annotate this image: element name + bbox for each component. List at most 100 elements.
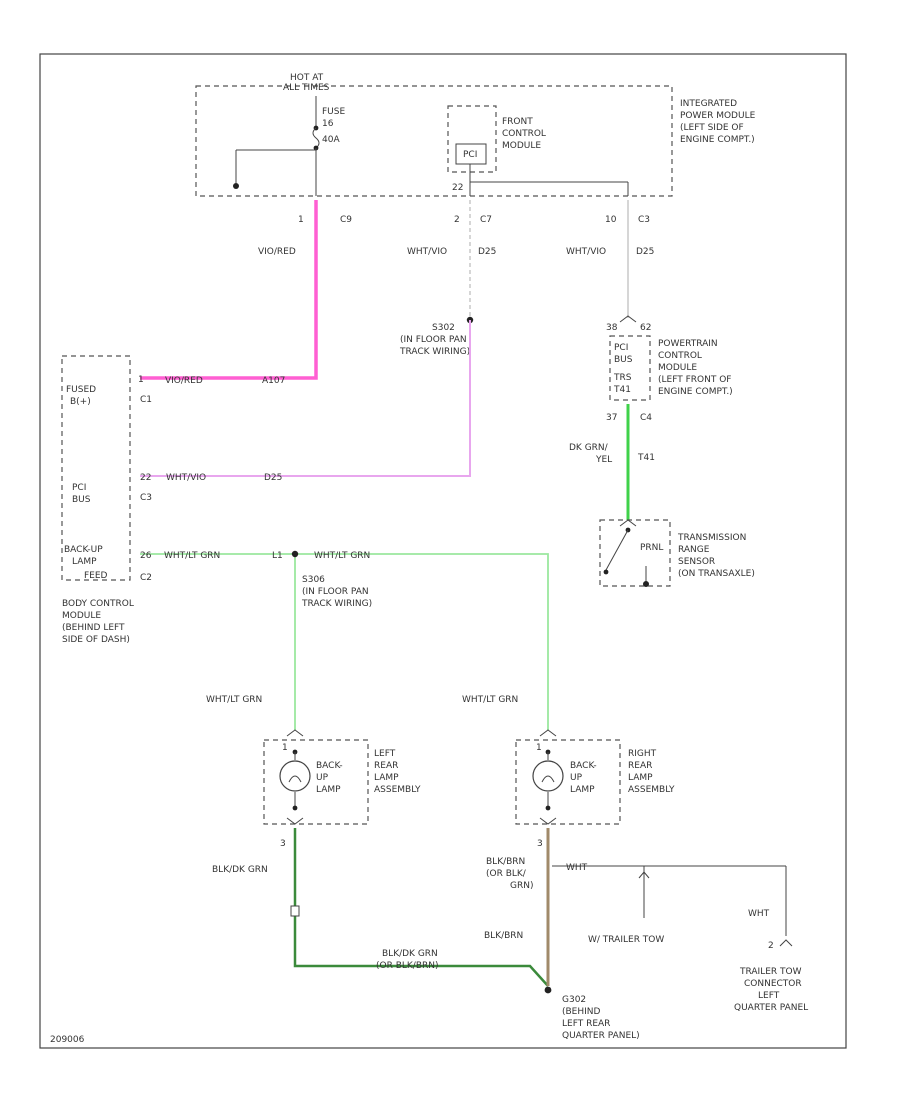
powertrain-control-module: 38 62 PCI BUS TRS T41 POWERTRAIN CONTROL… [606,315,733,423]
bcm-fused-1: FUSED [66,385,96,395]
fcm-pci-label: PCI [463,150,477,160]
wire-label-wht-vio-right: WHT/VIO [566,247,606,257]
wire-label-d25-bcm: D25 [264,473,282,483]
fuse-16-icon [233,96,320,196]
right-asm-2: REAR [628,761,652,771]
ipm-name-line4: ENGINE COMPT.) [680,135,755,145]
all-times-label: ALL TIMES [283,83,330,93]
g302-line4: QUARTER PANEL) [562,1031,640,1041]
fcm-pin-22: 22 [452,183,463,193]
s302-line3: TRACK WIRING) [399,347,470,357]
trs-line2: RANGE [678,545,710,555]
trailer-tow-label: W/ TRAILER TOW [588,935,664,945]
bcm-backup-1: BACK-UP [64,545,103,555]
wire-label-wht-vio-bcm: WHT/VIO [166,473,206,483]
pcm-pin-38: 38 [606,323,618,333]
splice-s306-dot [291,550,299,558]
trailer-conn-2: CONNECTOR [744,979,802,989]
fcm-label-3: MODULE [502,141,541,151]
bcm-c3: C3 [140,493,152,503]
wire-label-l1: L1 [272,551,283,561]
trs-line1: TRANSMISSION [677,533,746,543]
wire-label-wht-lt-grn-bcm: WHT/LT GRN [164,551,220,561]
wire-label-blk-grn-left: BLK/DK GRN [212,865,268,875]
c3-connector: C3 [638,215,650,225]
ipm-name-line2: POWER MODULE [680,111,756,121]
wire-label-vio-red-bcm: VIO/RED [165,376,203,386]
wire-label-d25-left: D25 [478,247,496,257]
c3-pin: 10 [605,215,617,225]
left-lamp-label-3: LAMP [316,785,341,795]
wire-label-dk-grn-2: YEL [595,455,612,465]
bcm-backup-2: LAMP [72,557,97,567]
trailer-conn-1: TRAILER TOW [739,967,802,977]
right-lamp-pin-top: 1 [536,743,542,753]
left-backup-bulb-icon [279,760,311,792]
trs-line3: SENSOR [678,557,715,567]
integrated-power-module: HOT AT ALL TIMES INTEGRATED POWER MODULE… [195,73,756,197]
right-backup-bulb-icon [532,760,564,792]
inline-connector-icon [290,905,300,917]
wire-vio-red [140,200,318,380]
left-lamp-label-2: UP [316,773,329,783]
wire-label-wht-vio-left: WHT/VIO [407,247,447,257]
bcm-backup-3: FEED [84,571,108,581]
pcm-pin-62: 62 [640,323,651,333]
pcm-bus: BUS [614,355,633,365]
left-lamp-label-1: BACK- [316,761,343,771]
fcm-label-1: FRONT [502,117,533,127]
right-lamp-pin-bottom: 3 [537,839,543,849]
pcm-line3: MODULE [658,363,697,373]
g302-line2: (BEHIND [562,1007,601,1017]
pcm-line2: CONTROL [658,351,702,361]
bcm-pin-fused: 1 [138,375,144,385]
body-control-module: 1 FUSED B(+) C1 PCI BUS C3 BACK-UP LAMP … [61,355,152,645]
s302-name: S302 [432,323,455,333]
fuse-label-3: 40A [322,135,340,145]
bcm-pci-2: BUS [72,495,91,505]
bcm-pin-pci: 22 [140,473,151,483]
bcm-name-3: (BEHIND LEFT [62,623,125,633]
left-asm-1: LEFT [374,749,396,759]
right-lamp-label-3: LAMP [570,785,595,795]
s306-name: S306 [302,575,325,585]
wire-label-wht-lt-grn-right-top: WHT/LT GRN [314,551,370,561]
left-lamp-pin-bottom: 3 [280,839,286,849]
wire-label-blk-grn-bottom-1: BLK/DK GRN [382,949,438,959]
g302-line3: LEFT REAR [562,1019,610,1029]
pcm-trs-2: T41 [613,385,631,395]
c7-connector: C7 [480,215,492,225]
ipm-name-line3: (LEFT SIDE OF [680,123,744,133]
bcm-name-2: MODULE [62,611,101,621]
transmission-range-sensor: PRNL TRANSMISSION RANGE SENSOR (ON TRANS… [599,519,755,587]
right-rear-lamp-assembly: 1 BACK- UP LAMP RIGHT REAR LAMP ASSEMBLY… [515,729,675,849]
g302-name: G302 [562,995,586,1005]
right-asm-1: RIGHT [628,749,657,759]
wire-label-blk-grn-bottom-2: (OR BLK/BRN) [376,961,439,971]
trs-prnl: PRNL [640,543,663,553]
bcm-c2: C2 [140,573,152,583]
wire-label-wht-lt-grn-right-lamp: WHT/LT GRN [462,695,518,705]
wire-label-wht-lt-grn-left-lamp: WHT/LT GRN [206,695,262,705]
trailer-conn-3: LEFT [758,991,780,1001]
left-asm-3: LAMP [374,773,399,783]
right-lamp-label-1: BACK- [570,761,597,771]
right-asm-4: ASSEMBLY [628,785,675,795]
hot-at-label: HOT AT [290,73,324,83]
wire-label-blk-brn-right-1: BLK/BRN [486,857,525,867]
wire-label-dk-grn-1: DK GRN/ [569,443,609,453]
pcm-line5: ENGINE COMPT.) [658,387,733,397]
trailer-pin: 2 [768,941,774,951]
wire-blk-grn-left-ground [293,828,549,987]
c7-pin: 2 [454,215,460,225]
wire-label-t41: T41 [637,453,655,463]
wire-label-blk-brn-right-3: GRN) [510,881,533,891]
diagram-frame [39,53,847,1049]
left-asm-2: REAR [374,761,398,771]
s306-line3: TRACK WIRING) [301,599,372,609]
pcm-pin-37: 37 [606,413,617,423]
ground-g302-icon [544,986,552,994]
bcm-pin-backup: 26 [140,551,152,561]
left-asm-4: ASSEMBLY [374,785,421,795]
pcm-line4: (LEFT FRONT OF [658,375,731,385]
